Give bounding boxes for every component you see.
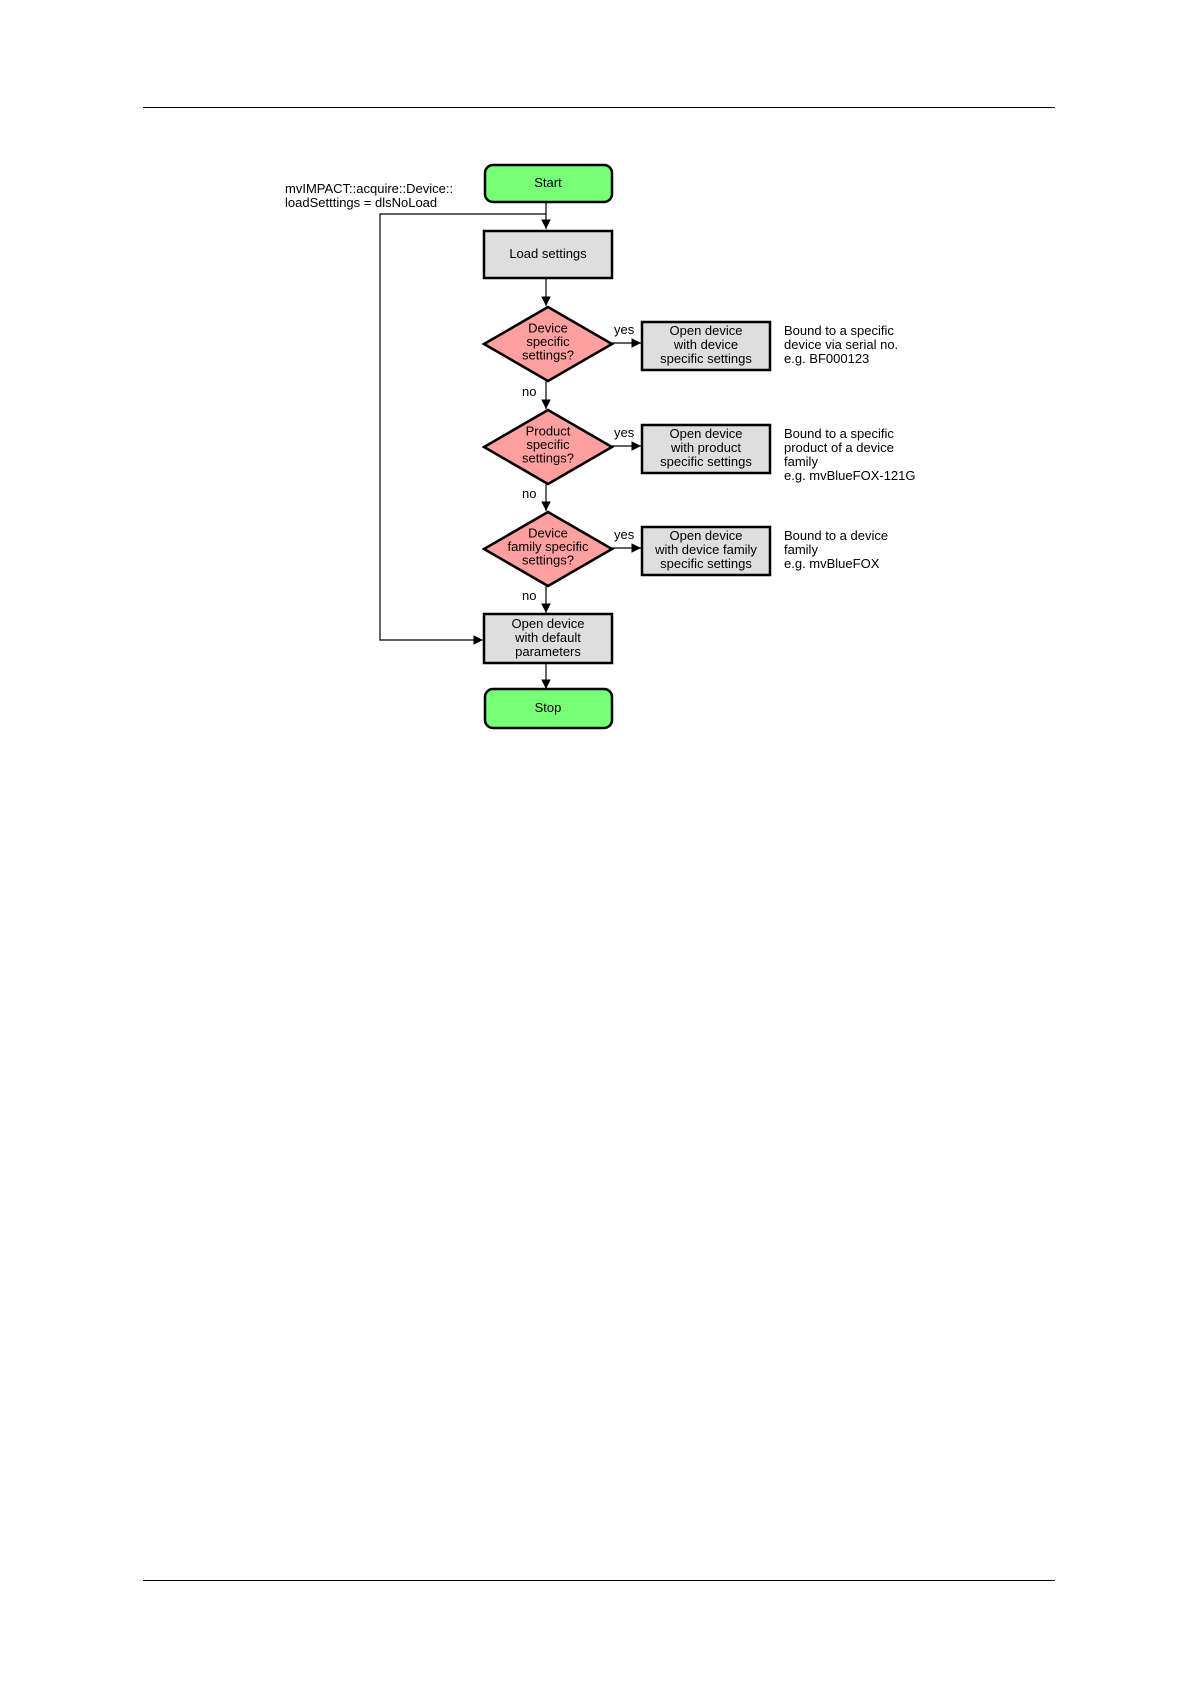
text-line: parameters bbox=[515, 644, 581, 659]
node-load-settings-shape bbox=[482, 229, 614, 280]
text-line: specific settings bbox=[660, 454, 752, 469]
node-stop-shape bbox=[483, 687, 614, 730]
text-line: Stop bbox=[535, 700, 562, 715]
node-start-label: Start bbox=[534, 175, 562, 190]
node-open-product-specific-shape bbox=[640, 423, 772, 475]
node-open-device-specific-shape bbox=[640, 320, 772, 372]
text-line: specific bbox=[526, 334, 570, 349]
node-start-shape bbox=[483, 163, 614, 204]
edge-label-yes-product: yes bbox=[614, 425, 635, 440]
node-open-default-shape bbox=[482, 612, 614, 665]
text-line: e.g. BF000123 bbox=[784, 351, 869, 366]
text-line: Bound to a specific bbox=[784, 426, 894, 441]
text-line: Product bbox=[526, 424, 571, 439]
text-line: with device bbox=[673, 337, 738, 352]
text-line: Open device bbox=[670, 426, 743, 441]
edge-label-yes-device: yes bbox=[614, 322, 635, 337]
node-stop: Stop bbox=[483, 687, 614, 730]
text-line: Open device bbox=[512, 616, 585, 631]
text-line: specific settings bbox=[660, 351, 752, 366]
node-stop-label: Stop bbox=[535, 700, 562, 715]
text-line: settings? bbox=[522, 451, 574, 466]
edge-bypass-no-load bbox=[379, 213, 546, 645]
text-line: family specific bbox=[508, 539, 589, 554]
text-line: loadSetttings = dlsNoLoad bbox=[285, 195, 437, 210]
node-open-family-specific-shape bbox=[640, 525, 772, 577]
text-line: with default bbox=[514, 630, 581, 645]
flowchart-edges bbox=[379, 202, 641, 689]
text-line: device via serial no. bbox=[784, 337, 898, 352]
text-line: Load settings bbox=[509, 246, 587, 261]
text-line: Device bbox=[528, 321, 568, 336]
text-line: Bound to a specific bbox=[784, 323, 894, 338]
text-line: family bbox=[784, 542, 818, 557]
edge-label-no-product: no bbox=[522, 486, 536, 501]
node-load-settings-label: Load settings bbox=[509, 246, 587, 261]
text-line: specific settings bbox=[660, 556, 752, 571]
text-line: Bound to a device bbox=[784, 528, 888, 543]
text-line: Device bbox=[528, 526, 568, 541]
bypass-annotation: mvIMPACT::acquire::Device::loadSetttings… bbox=[285, 181, 453, 210]
node-decision-family-shape bbox=[481, 510, 615, 588]
text-line: mvIMPACT::acquire::Device:: bbox=[285, 181, 453, 196]
header-rule bbox=[143, 107, 1055, 108]
node-decision-product-shape bbox=[481, 408, 615, 486]
edge-label-yes-family: yes bbox=[614, 527, 635, 542]
text-line: settings? bbox=[522, 348, 574, 363]
edge-labels: yes no yes no yes no bbox=[522, 322, 635, 603]
text-line: e.g. mvBlueFOX bbox=[784, 556, 880, 571]
node-decision-device-shape bbox=[481, 305, 615, 383]
node-load-settings: Load settings bbox=[482, 229, 614, 280]
text-line: settings? bbox=[522, 553, 574, 568]
edge-label-no-device: no bbox=[522, 384, 536, 399]
text-line: with device family bbox=[654, 542, 757, 557]
text-line: e.g. mvBlueFOX-121G bbox=[784, 468, 916, 483]
text-line: product of a device bbox=[784, 440, 894, 455]
text-line: Start bbox=[534, 175, 562, 190]
edge-label-no-family: no bbox=[522, 588, 536, 603]
text-line: family bbox=[784, 454, 818, 469]
text-line: Open device bbox=[670, 323, 743, 338]
text-line: Open device bbox=[670, 528, 743, 543]
node-start: Start bbox=[483, 163, 614, 204]
text-line: specific bbox=[526, 437, 570, 452]
footer-rule bbox=[143, 1580, 1055, 1581]
text-line: with product bbox=[670, 440, 741, 455]
